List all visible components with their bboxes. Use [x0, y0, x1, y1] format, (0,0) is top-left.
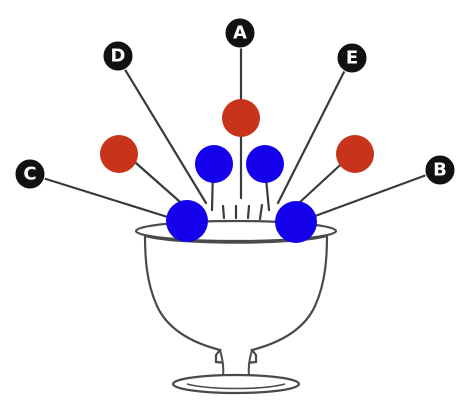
blue-ball-lower-left	[166, 200, 208, 242]
stick-short-1	[221, 204, 226, 220]
stick-short-2	[246, 204, 251, 220]
red-ball-top	[222, 99, 260, 137]
label-b-text: B	[433, 160, 447, 181]
blue-ball-lower-right	[275, 201, 317, 243]
label-a-text: A	[233, 23, 247, 44]
cup	[134, 219, 338, 395]
line-e	[276, 58, 352, 205]
balls	[100, 99, 374, 243]
label-d-icon: D	[102, 40, 134, 72]
line-c	[28, 172, 176, 221]
line-d	[116, 56, 208, 205]
label-c-icon: C	[14, 158, 46, 190]
label-e-text: E	[346, 48, 358, 69]
cup-rim-inner	[144, 235, 328, 244]
stick-short-3	[258, 203, 264, 221]
cup-body	[143, 234, 329, 366]
label-e-icon: E	[336, 42, 368, 74]
cup-base	[171, 373, 301, 395]
label-b-icon: B	[424, 154, 456, 186]
callouts: A D E C B	[14, 17, 456, 190]
red-ball-right	[336, 135, 374, 173]
cup-base-inner	[186, 383, 286, 390]
label-a-icon: A	[224, 17, 256, 49]
blue-ball-upper-right	[246, 145, 284, 183]
blue-ball-upper-left	[195, 145, 233, 183]
line-b	[305, 168, 442, 221]
label-c-text: C	[23, 164, 36, 185]
label-d-text: D	[111, 46, 126, 67]
red-ball-left	[100, 135, 138, 173]
cup-stem	[219, 349, 253, 378]
